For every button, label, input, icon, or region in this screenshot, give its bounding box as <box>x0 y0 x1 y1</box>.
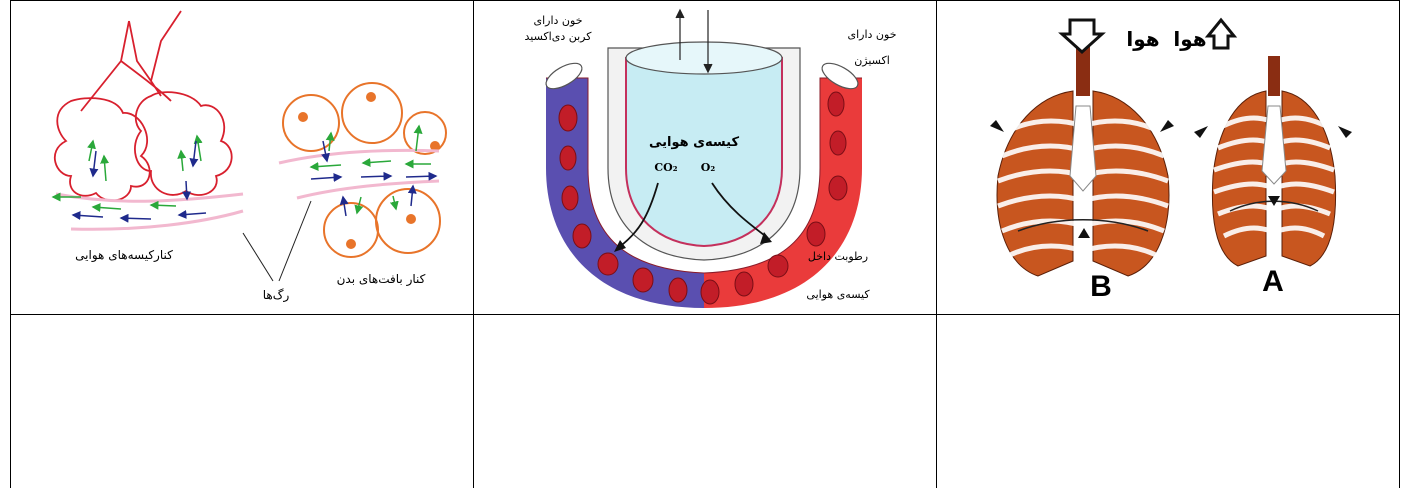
diagram-table: کنارکیسه‌های هوایی رگ‌ها کنار بافت‌های ب… <box>10 0 1400 488</box>
label-o2-blood-line1: خون دارای <box>848 28 897 41</box>
label-co2: CO₂ <box>654 161 677 174</box>
cell-alveolus: خون دارای کربن دی‌اکسید خون دارای اکسیژن… <box>498 8 910 308</box>
alveolus-illustration: خون دارای کربن دی‌اکسید خون دارای اکسیژن… <box>498 8 910 308</box>
label-co2-blood-line2: کربن دی‌اکسید <box>525 30 593 43</box>
label-o2-blood-line2: اکسیژن <box>854 54 890 67</box>
carbon-dioxide-arrows <box>73 141 436 219</box>
label-moisture-line2: کیسه‌ی هوایی <box>806 288 870 301</box>
label-air-sacs: کنارکیسه‌های هوایی <box>75 248 173 263</box>
label-air-b: هوا <box>1126 27 1159 51</box>
breathing-illustration: هوا هوا B A <box>968 6 1372 308</box>
air-sac-opening <box>626 42 782 74</box>
label-b: B <box>1090 270 1112 303</box>
table-border-right <box>1399 0 1400 488</box>
air-sac-interior <box>626 58 782 246</box>
cell-breathing: هوا هوا B A <box>968 6 1372 308</box>
cell-empty-2 <box>474 315 936 488</box>
tissue-cells <box>283 83 446 257</box>
label-air-a: هوا <box>1173 27 1206 51</box>
label-body-tissue: کنار بافت‌های بدن <box>337 272 426 287</box>
vessels-pointer-lines <box>243 201 311 281</box>
label-a: A <box>1262 265 1284 298</box>
cell-gas-exchange: کنارکیسه‌های هوایی رگ‌ها کنار بافت‌های ب… <box>11 1 473 314</box>
label-co2-blood-line1: خون دارای <box>534 14 583 27</box>
alveoli-cluster <box>55 11 232 200</box>
cell-empty-1 <box>11 315 473 488</box>
cell-empty-3 <box>937 315 1399 488</box>
label-moisture-line1: رطوبت داخل <box>808 250 868 263</box>
label-vessels: رگ‌ها <box>263 288 290 303</box>
label-air-sac: کیسه‌ی هوایی <box>649 135 740 150</box>
label-o2: O₂ <box>701 161 716 174</box>
tissue-nuclei <box>298 92 440 249</box>
gas-exchange-illustration: کنارکیسه‌های هوایی رگ‌ها کنار بافت‌های ب… <box>11 1 473 314</box>
